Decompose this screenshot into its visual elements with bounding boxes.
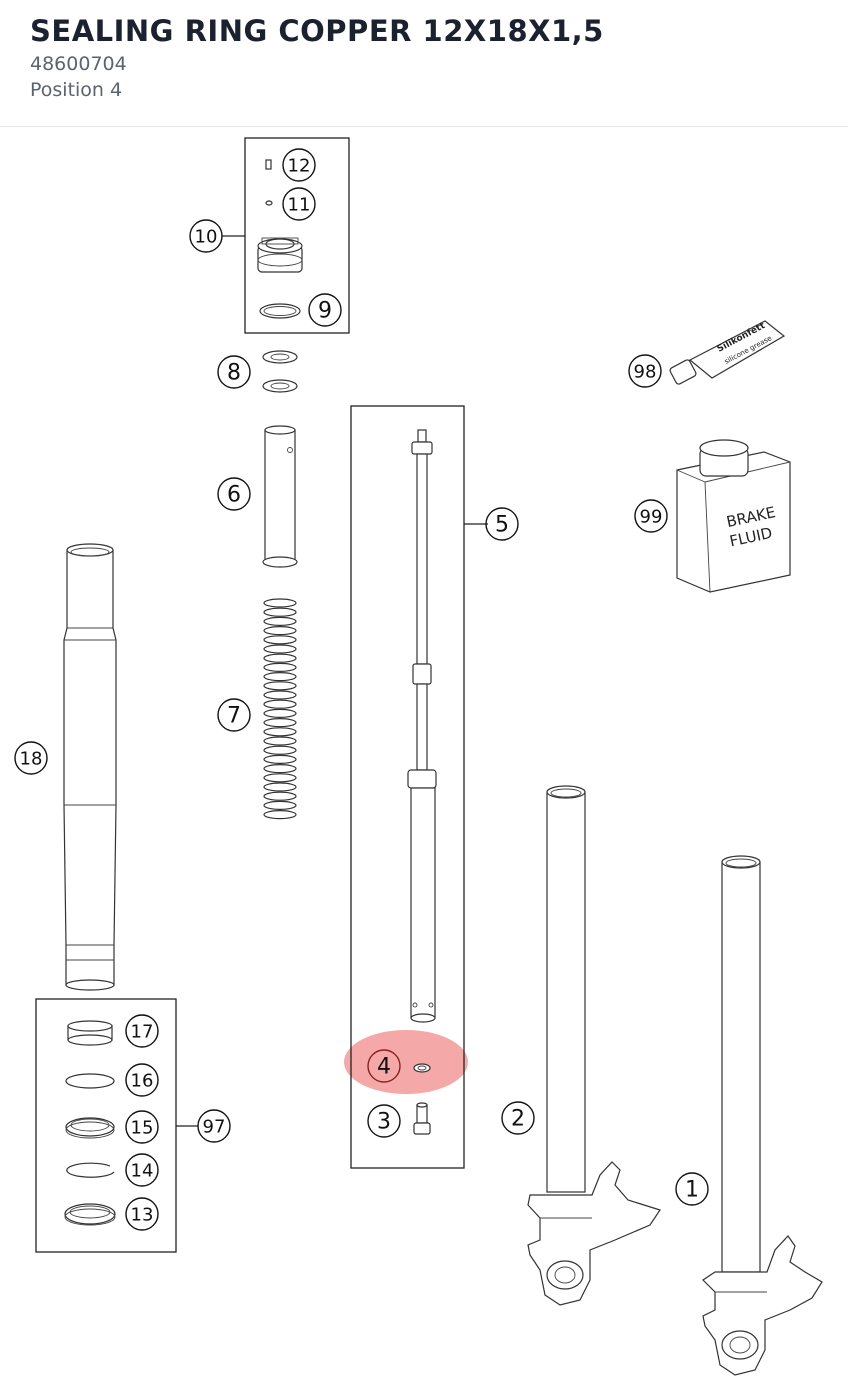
- page-title: SEALING RING COPPER 12X18X1,5: [30, 14, 604, 48]
- callout-2: 2: [501, 1101, 535, 1135]
- exploded-parts-diagram: Silikonfett silicone grease BRAKE FLUID …: [14, 137, 823, 1376]
- callout-15: 15: [125, 1110, 159, 1144]
- callout-label-7: 7: [227, 704, 241, 729]
- callout-label-99: 99: [640, 507, 663, 528]
- part-12-screw: [265, 159, 272, 170]
- callout-9: 9: [308, 293, 342, 327]
- part-13-wiper: [64, 1203, 116, 1226]
- part-16-ring: [65, 1073, 115, 1089]
- callout-label-98: 98: [634, 362, 657, 383]
- callout-label-8: 8: [227, 361, 241, 386]
- part-2-fork-leg: [527, 785, 661, 1306]
- part-10-valve: [257, 237, 303, 273]
- callout-12: 12: [282, 148, 316, 182]
- position-label: Position 4: [30, 79, 123, 101]
- callout-14: 14: [125, 1153, 159, 1187]
- callout-11: 11: [282, 187, 316, 221]
- callout-label-3: 3: [377, 1110, 391, 1135]
- part-9-ring: [259, 303, 301, 319]
- callout-8: 8: [217, 355, 251, 389]
- callout-label-97: 97: [203, 1117, 226, 1138]
- callout-1: 1: [675, 1172, 709, 1206]
- callout-99: 99: [634, 499, 668, 533]
- callout-17: 17: [125, 1014, 159, 1048]
- callout-label-17: 17: [131, 1022, 154, 1043]
- part-7-spring: [263, 598, 297, 820]
- callout-label-12: 12: [288, 156, 311, 177]
- callout-label-18: 18: [20, 749, 43, 770]
- part-99-brake-fluid-can: BRAKE FLUID: [676, 439, 791, 593]
- callout-16: 16: [125, 1063, 159, 1097]
- callout-label-15: 15: [131, 1118, 154, 1139]
- callout-label-9: 9: [318, 299, 332, 324]
- callout-label-1: 1: [685, 1178, 699, 1203]
- part-number: 48600704: [30, 53, 127, 75]
- part-11-oring: [265, 200, 273, 206]
- part-6-spacer: [262, 425, 298, 568]
- callout-label-5: 5: [495, 513, 509, 538]
- callout-18: 18: [14, 741, 48, 775]
- callout-97: 97: [197, 1109, 231, 1143]
- part-15-seal: [65, 1117, 115, 1139]
- callout-label-4: 4: [377, 1055, 391, 1080]
- callout-3: 3: [367, 1104, 401, 1138]
- callout-10: 10: [189, 219, 223, 253]
- group-5-frame: [350, 405, 465, 1169]
- page-header: SEALING RING COPPER 12X18X1,5 48600704 P…: [0, 0, 848, 127]
- callout-98: 98: [628, 354, 662, 388]
- callout-7: 7: [217, 698, 251, 732]
- callout-6: 6: [217, 477, 251, 511]
- part-1-fork-leg: [702, 855, 823, 1376]
- part-8-washers: [262, 350, 298, 393]
- callout-label-6: 6: [227, 483, 241, 508]
- part-3-bolt: [413, 1102, 431, 1135]
- callout-label-13: 13: [131, 1205, 154, 1226]
- part-14-clip: [66, 1162, 115, 1178]
- callout-4: 4: [367, 1049, 401, 1083]
- callout-5: 5: [485, 507, 519, 541]
- callout-label-16: 16: [131, 1071, 154, 1092]
- position-4-highlight: [344, 1030, 468, 1094]
- callout-label-11: 11: [288, 195, 311, 216]
- callout-13: 13: [125, 1197, 159, 1231]
- part-17-bushing: [67, 1020, 113, 1046]
- callout-label-10: 10: [195, 227, 218, 248]
- callout-label-2: 2: [511, 1107, 525, 1132]
- part-4-sealing-ring: [413, 1063, 431, 1073]
- part-98-grease-tube: Silikonfett silicone grease: [669, 320, 786, 385]
- callout-label-14: 14: [131, 1161, 154, 1182]
- part-18-tube: [63, 543, 117, 991]
- part-5-cartridge: [407, 429, 437, 1023]
